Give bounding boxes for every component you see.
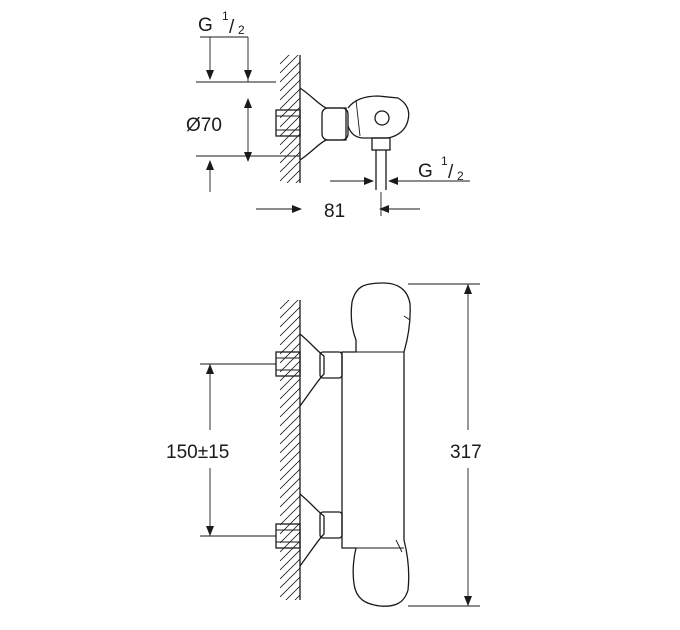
- hatch-line: [280, 459, 300, 481]
- hatch-line: [280, 306, 300, 328]
- front-view: 150±15 317: [166, 282, 482, 630]
- hatch-line: [280, 522, 300, 544]
- hatch-line: [280, 405, 300, 427]
- hatch-line: [280, 468, 300, 490]
- hatch-line: [280, 450, 300, 472]
- hatch-line: [280, 160, 300, 182]
- hatch-line: [280, 414, 300, 436]
- hatch-line: [286, 169, 300, 183]
- hatch-line: [280, 115, 300, 137]
- hatch-line: [280, 504, 300, 526]
- hatch-line: [280, 55, 290, 65]
- outlet-connector-side: [371, 137, 391, 151]
- wall-hatch-top: [280, 55, 301, 208]
- outlet-thread-dimension: G 1 / 2: [330, 154, 470, 185]
- projection-label: 81: [324, 201, 345, 222]
- hatch-line: [280, 188, 300, 208]
- hatch-line: [280, 97, 300, 119]
- projection-dimension: 81: [256, 192, 420, 222]
- height-dimension: 317: [408, 283, 482, 607]
- hatch-line: [280, 315, 300, 337]
- inlet-thread-g: G: [198, 15, 213, 36]
- valve-escutcheon-side: [299, 87, 347, 161]
- hatch-line: [280, 55, 281, 56]
- hatch-line: [280, 477, 300, 499]
- inlet-thread-dimension: G 1 / 2: [196, 9, 276, 83]
- outlet-thread-num: 1: [441, 154, 448, 168]
- hatch-line: [280, 333, 300, 355]
- hatch-line: [280, 300, 299, 319]
- hatch-line: [280, 396, 300, 418]
- outlet-thread-g: G: [418, 161, 433, 182]
- hatch-line: [280, 88, 300, 110]
- hatch-line: [285, 585, 300, 600]
- hatch-line: [280, 55, 299, 74]
- inlet-nut-side: [275, 109, 301, 137]
- hatch-line: [280, 70, 300, 92]
- hatch-line: [280, 369, 300, 391]
- hatch-line: [280, 549, 300, 571]
- handle-screw-icon: [374, 110, 390, 126]
- inlet-thread-num: 1: [222, 9, 229, 23]
- hatch-line: [280, 423, 300, 445]
- hatch-line: [280, 378, 300, 400]
- fraction-slash: /: [229, 17, 235, 38]
- height-label: 317: [450, 442, 482, 463]
- fraction-slash-2: /: [448, 162, 454, 183]
- hatch-line: [280, 151, 300, 173]
- hatch-line: [280, 540, 300, 562]
- hatch-line: [280, 486, 300, 508]
- hatch-line: [295, 178, 300, 183]
- inlet-spacing-label: 150±15: [166, 442, 229, 463]
- hatch-line: [280, 360, 300, 382]
- hatch-line: [280, 441, 300, 463]
- hatch-line: [280, 495, 300, 517]
- hatch-line: [280, 324, 300, 346]
- inlet-thread-den: 2: [238, 23, 245, 37]
- hatch-line: [280, 567, 300, 589]
- hatch-line: [280, 387, 300, 409]
- hatch-line: [280, 300, 290, 310]
- lower-escutcheon: [299, 493, 325, 567]
- hatch-line: [294, 594, 300, 600]
- thermostat-body: [341, 282, 411, 607]
- hatch-line: [280, 342, 300, 364]
- hatch-line: [280, 558, 300, 580]
- wall-hatch-bottom: [280, 300, 301, 630]
- inlet-spacing-dimension: 150±15: [166, 363, 276, 537]
- upper-escutcheon: [299, 333, 325, 407]
- hatch-line: [280, 61, 300, 83]
- hatch-line: [280, 351, 300, 373]
- hatch-line: [280, 142, 300, 164]
- hatch-line: [280, 432, 300, 454]
- hatch-line: [280, 604, 300, 624]
- hatch-line: [280, 133, 300, 155]
- hatch-line: [280, 613, 300, 630]
- side-view: G 1 / 2 Ø70 G 1 / 2: [186, 9, 470, 222]
- diameter-label: Ø70: [186, 115, 222, 136]
- hatch-line: [280, 124, 300, 146]
- hatch-line: [280, 300, 281, 301]
- hatch-line: [280, 576, 300, 598]
- hatch-line: [280, 79, 300, 101]
- outlet-thread-den: 2: [457, 169, 464, 183]
- diameter-dimension: Ø70: [186, 98, 300, 192]
